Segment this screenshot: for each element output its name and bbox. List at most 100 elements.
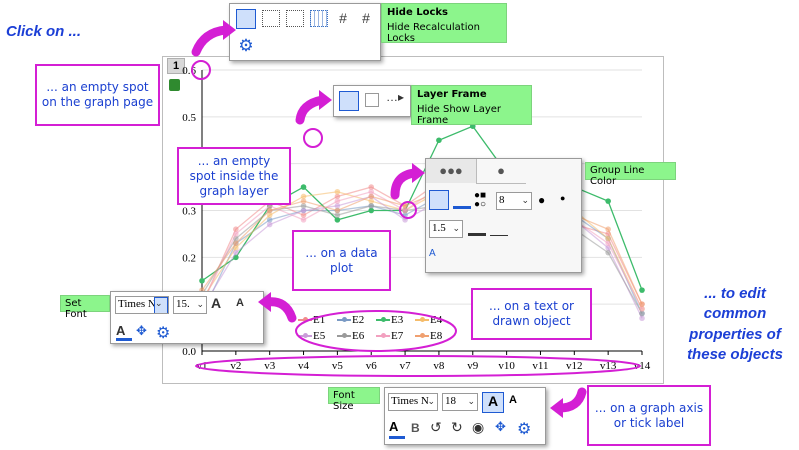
symbol-shape-icon[interactable]: ●■●○ xyxy=(474,190,487,210)
x-tick-label[interactable]: v2 xyxy=(230,360,241,372)
data-point-e1[interactable] xyxy=(368,184,375,190)
data-point-e8[interactable] xyxy=(266,207,273,214)
data-point-e5[interactable] xyxy=(233,249,239,256)
y-tick-label[interactable]: 0.3 xyxy=(182,206,196,218)
data-point-e7[interactable] xyxy=(334,198,341,204)
y-tick-label[interactable]: 0.2 xyxy=(182,252,196,264)
data-point-e4[interactable] xyxy=(300,193,307,200)
x-tick-label[interactable]: v12 xyxy=(566,360,583,372)
data-point-e5[interactable] xyxy=(300,207,307,214)
data-point-e7[interactable] xyxy=(300,217,307,223)
x-tick-label[interactable]: v4 xyxy=(298,360,310,372)
frame-toggle-icon[interactable] xyxy=(262,10,280,27)
x-tick-label[interactable]: v5 xyxy=(332,360,344,372)
grid-icon[interactable] xyxy=(310,10,328,27)
data-point-e5[interactable] xyxy=(334,203,341,209)
data-point-e3[interactable] xyxy=(334,217,341,223)
data-point-e6[interactable] xyxy=(368,203,375,209)
data-point-e3[interactable] xyxy=(436,137,442,144)
data-point-e7[interactable] xyxy=(639,306,645,312)
data-point-e4[interactable] xyxy=(605,235,611,242)
symbol-size-combo[interactable]: 8⌄ xyxy=(496,192,532,210)
axis-icon[interactable]: # xyxy=(339,10,347,26)
decrease-font-icon[interactable]: A xyxy=(509,394,517,406)
increase-font-button[interactable]: A xyxy=(482,392,504,413)
font-size-combo[interactable]: 18⌄ xyxy=(442,393,478,411)
data-point-e4[interactable] xyxy=(233,245,239,251)
rotate-left-icon[interactable]: ↺ xyxy=(430,419,442,435)
hide-icon[interactable]: ◉ xyxy=(472,419,485,435)
x-tick-label[interactable]: v1 xyxy=(197,360,208,372)
data-point-e2[interactable] xyxy=(266,217,273,223)
data-point-e3[interactable] xyxy=(605,198,611,204)
decrease-font-icon[interactable]: A xyxy=(236,297,244,309)
group-line-color-button[interactable] xyxy=(429,190,449,210)
increase-size-icon[interactable]: ● xyxy=(538,193,546,207)
no-frame-icon[interactable] xyxy=(365,93,379,107)
data-point-e8[interactable] xyxy=(233,240,239,247)
position-icon[interactable]: ✥ xyxy=(495,419,506,434)
x-tick-label[interactable]: v14 xyxy=(634,360,651,372)
data-point-e3[interactable] xyxy=(639,287,645,293)
x-tick-label[interactable]: v7 xyxy=(400,360,412,372)
data-point-e5[interactable] xyxy=(402,217,408,223)
data-point-e7[interactable] xyxy=(233,231,239,237)
data-point-e6[interactable] xyxy=(300,203,307,209)
x-tick-label[interactable]: v6 xyxy=(366,360,378,372)
bold-icon[interactable]: B xyxy=(411,421,420,435)
label-icon[interactable]: A xyxy=(429,248,436,259)
lock-icon[interactable] xyxy=(169,79,180,91)
data-point-e8[interactable] xyxy=(368,193,375,200)
line-width-combo[interactable]: 1.5⌄ xyxy=(429,220,463,238)
data-point-e5[interactable] xyxy=(639,315,645,322)
font-color-icon[interactable]: A xyxy=(389,419,405,439)
data-point-e3[interactable] xyxy=(368,207,375,214)
layer-icon[interactable] xyxy=(286,10,304,27)
data-point-e1[interactable] xyxy=(300,212,307,218)
gear-icon[interactable]: ⚙ xyxy=(156,325,171,342)
data-point-e7[interactable] xyxy=(605,240,611,247)
data-point-e3[interactable] xyxy=(300,184,307,190)
thicker-line-icon[interactable] xyxy=(468,222,486,236)
data-point-e8[interactable] xyxy=(605,226,611,233)
gear-icon[interactable]: ⚙ xyxy=(238,36,254,55)
data-point-e1[interactable] xyxy=(334,193,341,200)
gear-icon[interactable]: ⚙ xyxy=(517,421,532,438)
data-point-e4[interactable] xyxy=(334,188,341,195)
data-point-e8[interactable] xyxy=(300,198,307,204)
layer-number-badge[interactable]: 1 xyxy=(167,58,185,74)
data-point-e7[interactable] xyxy=(368,188,375,195)
font-name-combo[interactable]: Times N⌄ xyxy=(115,296,169,314)
data-point-e1[interactable] xyxy=(233,226,239,233)
data-point-e8[interactable] xyxy=(402,203,408,209)
x-tick-label[interactable]: v3 xyxy=(264,360,276,372)
font-name-combo[interactable]: Times N⌄ xyxy=(388,393,438,411)
more-icon[interactable]: …▸ xyxy=(386,90,405,104)
y-tick-label[interactable]: 0.5 xyxy=(182,112,196,124)
tab-group[interactable]: ●●● xyxy=(426,159,477,183)
decrease-size-icon[interactable]: ● xyxy=(560,193,566,203)
rotate-right-icon[interactable]: ↻ xyxy=(451,419,463,435)
data-point-e8[interactable] xyxy=(334,207,341,214)
line-color-icon[interactable] xyxy=(453,191,471,209)
data-point-e5[interactable] xyxy=(266,221,273,228)
data-point-e3[interactable] xyxy=(199,277,205,284)
data-point-e4[interactable] xyxy=(368,198,375,204)
x-tick-label[interactable]: v8 xyxy=(433,360,445,372)
data-point-e6[interactable] xyxy=(334,212,341,218)
x-tick-label[interactable]: v11 xyxy=(532,360,548,372)
hide-locks-button[interactable] xyxy=(236,9,256,29)
font-color-icon[interactable]: A xyxy=(116,323,132,341)
position-icon[interactable]: ✥ xyxy=(136,323,147,338)
layer-frame-button[interactable] xyxy=(339,91,359,111)
axis-swap-icon[interactable]: # xyxy=(362,10,370,26)
x-tick-label[interactable]: v13 xyxy=(600,360,617,372)
data-point-e6[interactable] xyxy=(605,249,611,256)
thinner-line-icon[interactable] xyxy=(490,222,508,236)
increase-font-icon[interactable]: A xyxy=(211,295,222,311)
tab-individual[interactable]: ● xyxy=(476,159,526,184)
x-tick-label[interactable]: v9 xyxy=(467,360,479,372)
data-point-e6[interactable] xyxy=(639,310,645,317)
font-size-combo[interactable]: 15.⌄ xyxy=(173,296,207,314)
